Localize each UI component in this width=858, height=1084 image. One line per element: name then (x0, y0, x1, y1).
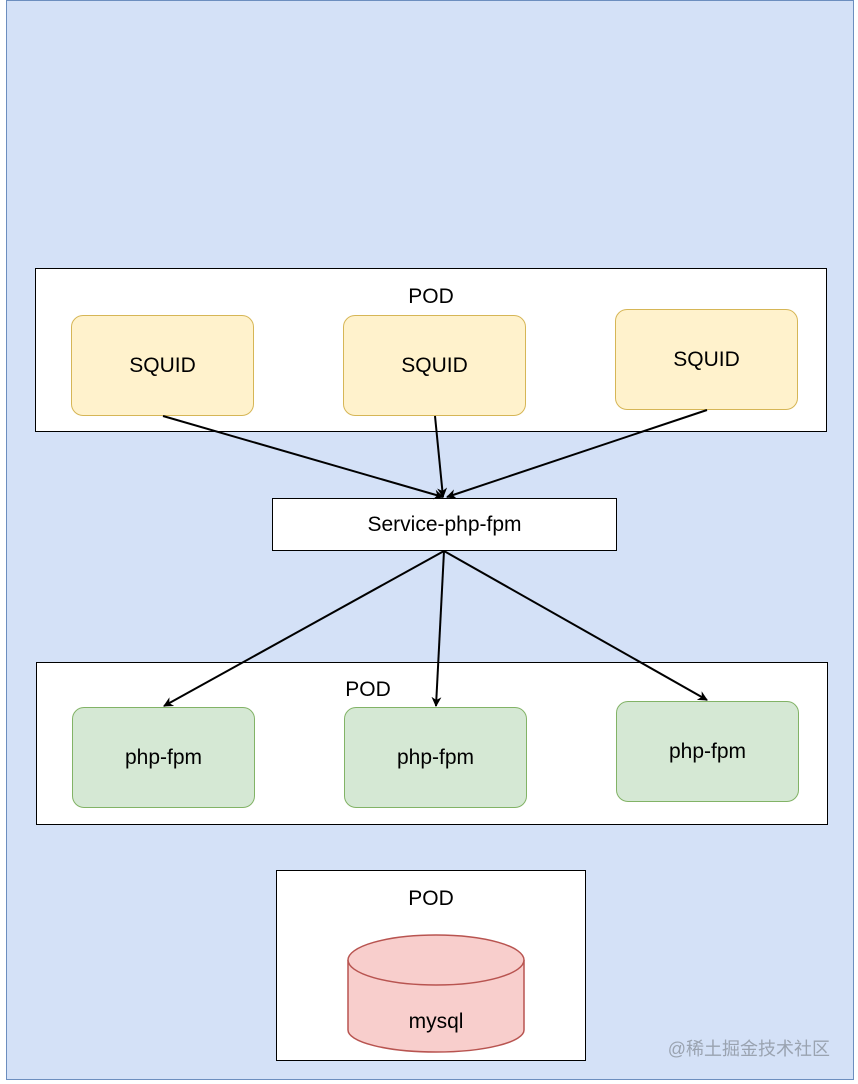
edge-squid2-service (434, 415, 448, 498)
php-fpm-node-3: php-fpm (616, 701, 799, 802)
edge-service-php2 (431, 550, 445, 707)
php-fpm-node-2: php-fpm (344, 707, 527, 808)
php-fpm-node-1: php-fpm (72, 707, 255, 808)
squid-node-1: SQUID (71, 315, 254, 416)
edge-squid1-service (162, 415, 444, 500)
php-pod-label: POD (345, 678, 391, 701)
squid-pod-label: POD (408, 285, 454, 308)
watermark: @稀土掘金技术社区 (667, 1039, 830, 1059)
service-php-fpm: Service-php-fpm (272, 498, 617, 551)
mysql-database-icon (347, 934, 525, 1053)
mysql-pod-label: POD (408, 887, 454, 910)
edge-service-php3 (443, 550, 708, 701)
mysql-label: mysql (408, 1010, 464, 1033)
squid-node-2: SQUID (343, 315, 526, 416)
edge-service-php1 (163, 550, 445, 707)
edge-squid3-service (446, 409, 708, 499)
